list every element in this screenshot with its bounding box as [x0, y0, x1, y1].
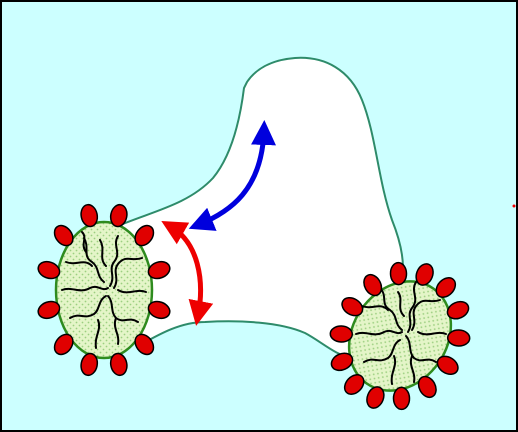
bead — [390, 262, 407, 284]
edge-mark — [513, 205, 516, 208]
left-particle — [36, 203, 172, 376]
bead — [393, 387, 410, 409]
bead — [330, 326, 353, 343]
bead — [447, 330, 470, 347]
